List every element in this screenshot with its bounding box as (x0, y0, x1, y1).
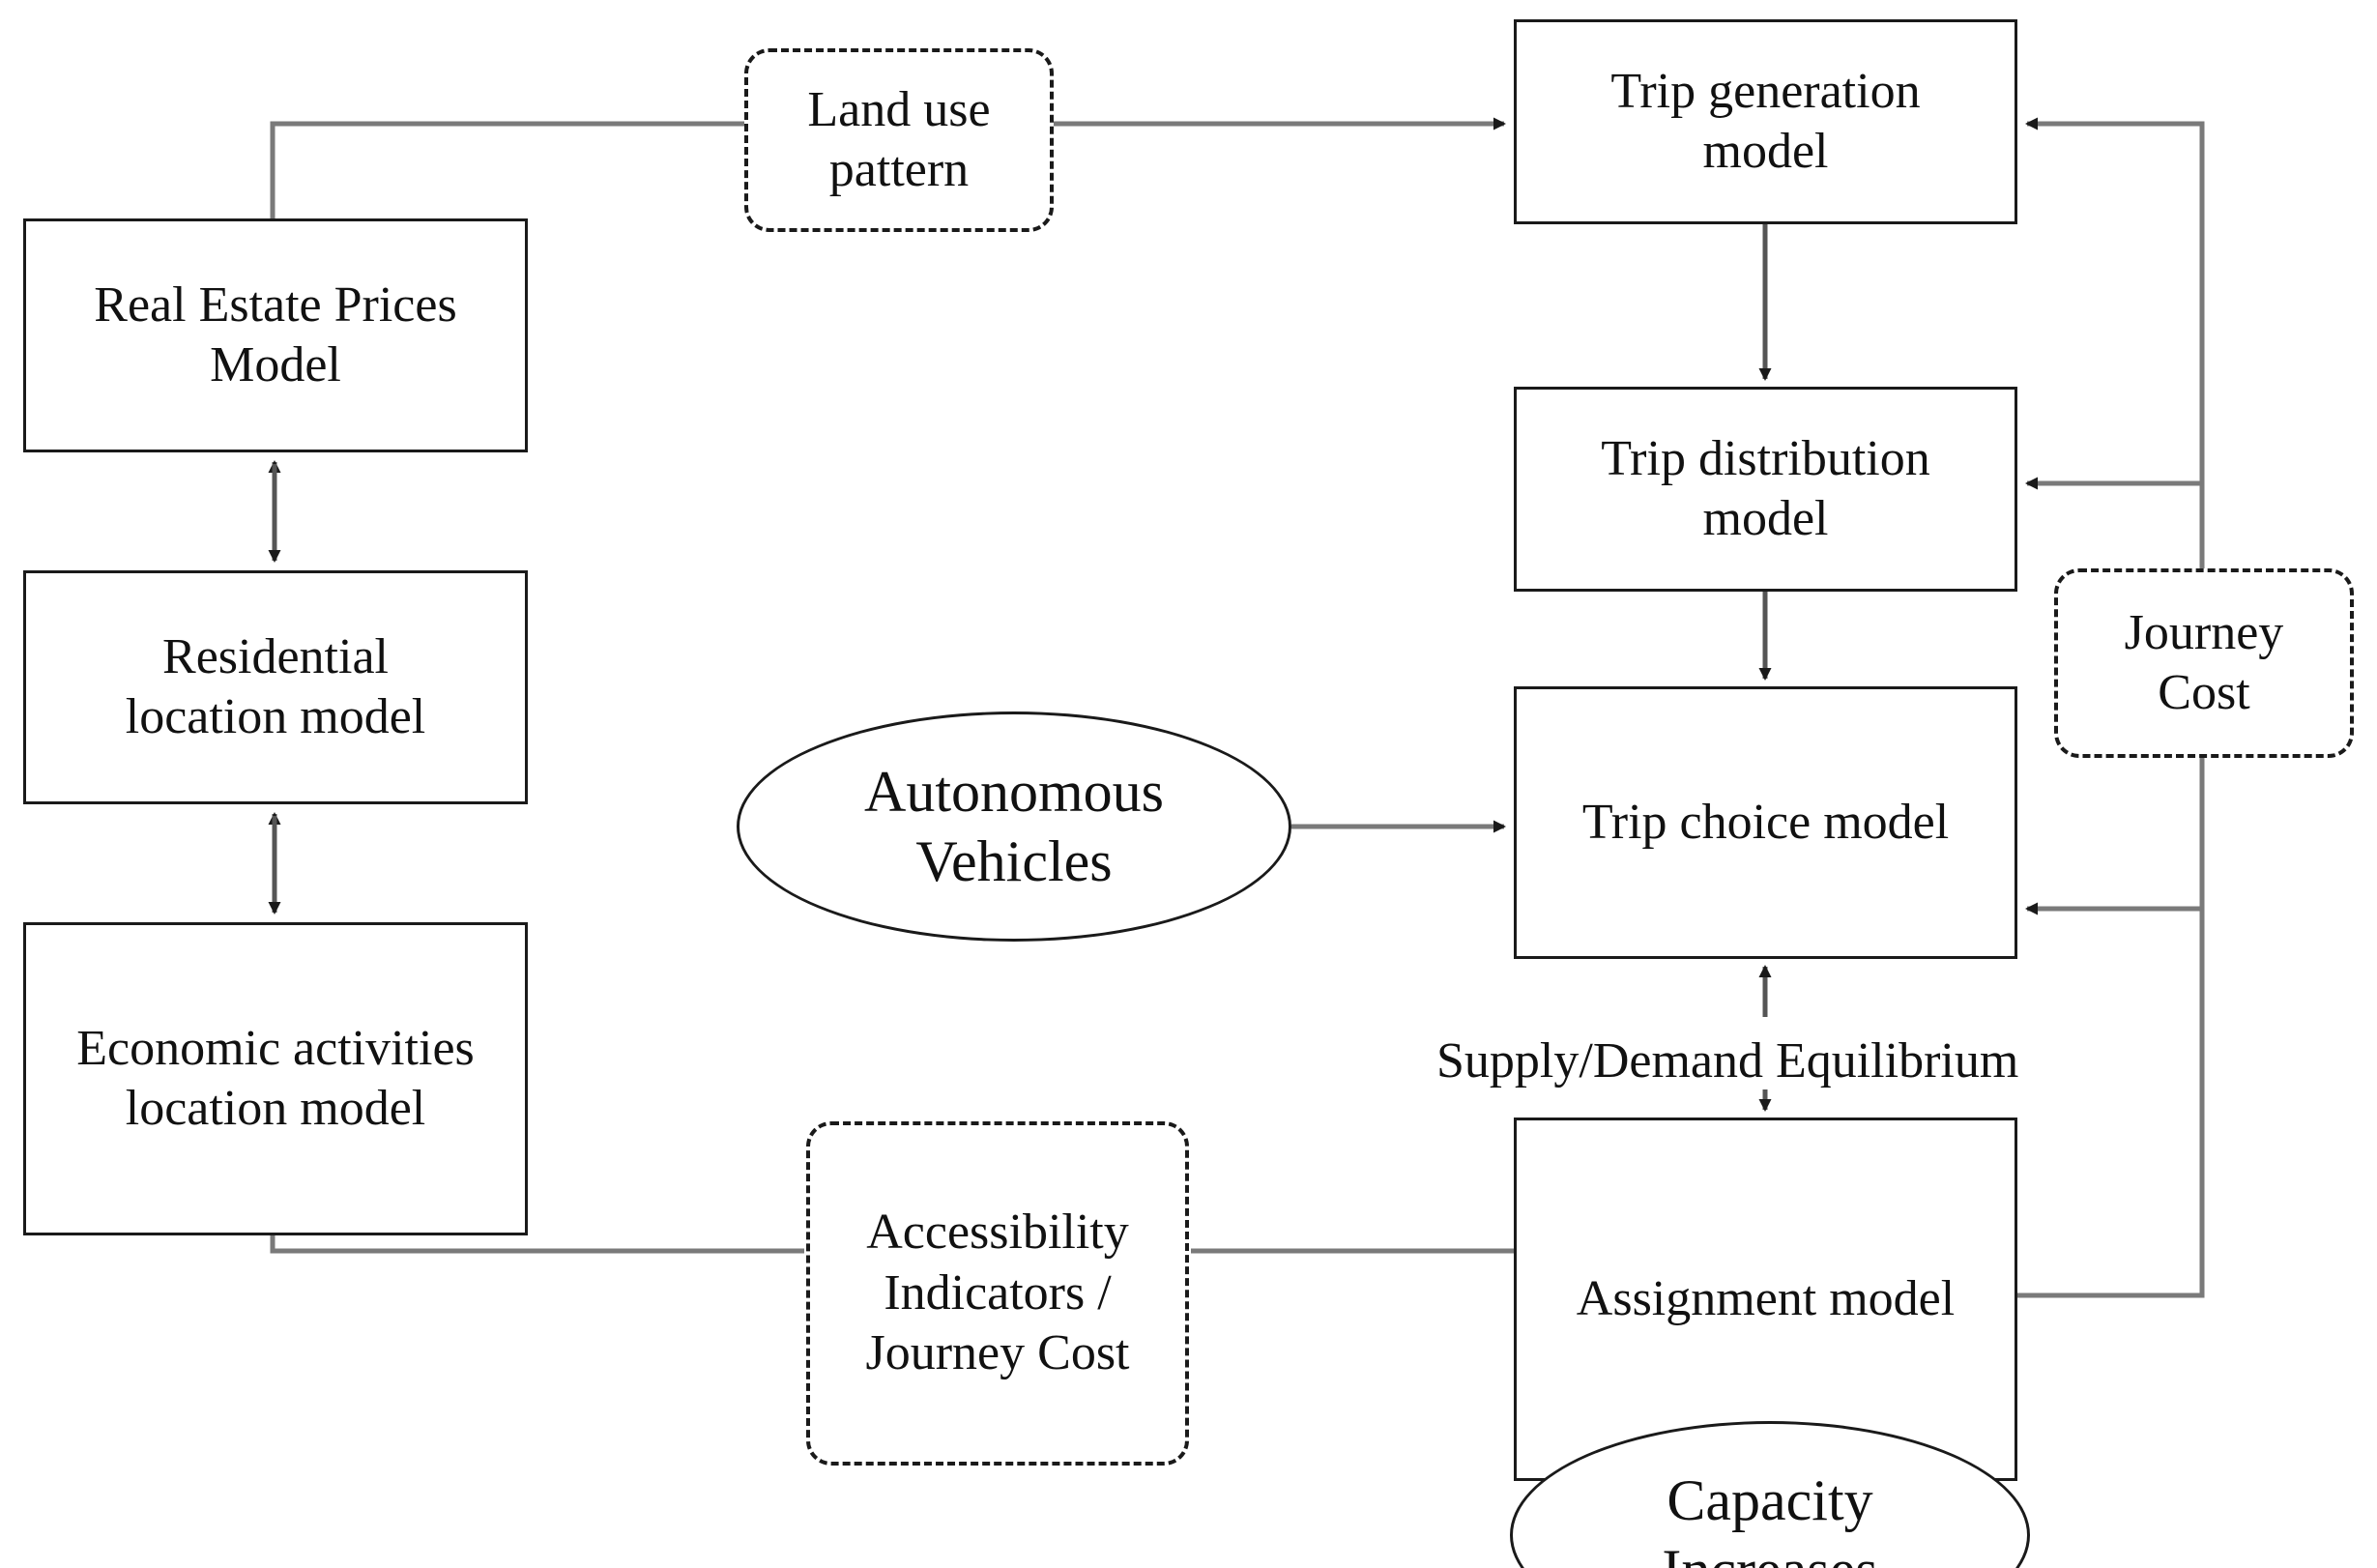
node-journey-cost[interactable]: Journey Cost (2054, 568, 2354, 758)
node-trip-generation-model[interactable]: Trip generation model (1514, 19, 2017, 224)
edge-realestate-to-landuse (270, 121, 746, 218)
node-label: Autonomous Vehicles (863, 760, 1165, 893)
node-label: Assignment model (1576, 1270, 1956, 1326)
node-residential-location-model[interactable]: Residential location model (23, 570, 528, 804)
node-trip-distribution-model[interactable]: Trip distribution model (1514, 387, 2017, 592)
node-autonomous-vehicles[interactable]: Autonomous Vehicles (737, 711, 1291, 942)
node-label: Economic activities location model (76, 1020, 475, 1136)
node-label: Trip choice model (1581, 794, 1950, 850)
node-label: Residential location model (125, 628, 426, 744)
node-label: Journey Cost (2124, 604, 2284, 720)
node-label: Trip distribution model (1601, 430, 1930, 546)
node-label: Real Estate Prices Model (94, 276, 457, 392)
edge-label-supply-demand-equilibrium: Supply/Demand Equilibrium (1436, 1032, 2019, 1089)
node-label: Trip generation model (1610, 63, 1921, 179)
node-trip-choice-model[interactable]: Trip choice model (1514, 686, 2017, 959)
node-land-use-pattern[interactable]: Land use pattern (744, 48, 1054, 232)
node-economic-activities-location-model[interactable]: Economic activities location model (23, 922, 528, 1235)
node-label: Accessibility Indicators / Journey Cost (865, 1205, 1130, 1381)
edge-accessibility-to-economic (270, 1235, 804, 1254)
node-real-estate-prices-model[interactable]: Real Estate Prices Model (23, 218, 528, 452)
node-label: Capacity Increases (1662, 1468, 1877, 1568)
node-accessibility-indicators-journey-cost[interactable]: Accessibility Indicators / Journey Cost (806, 1121, 1189, 1466)
node-label: Land use pattern (807, 81, 991, 197)
